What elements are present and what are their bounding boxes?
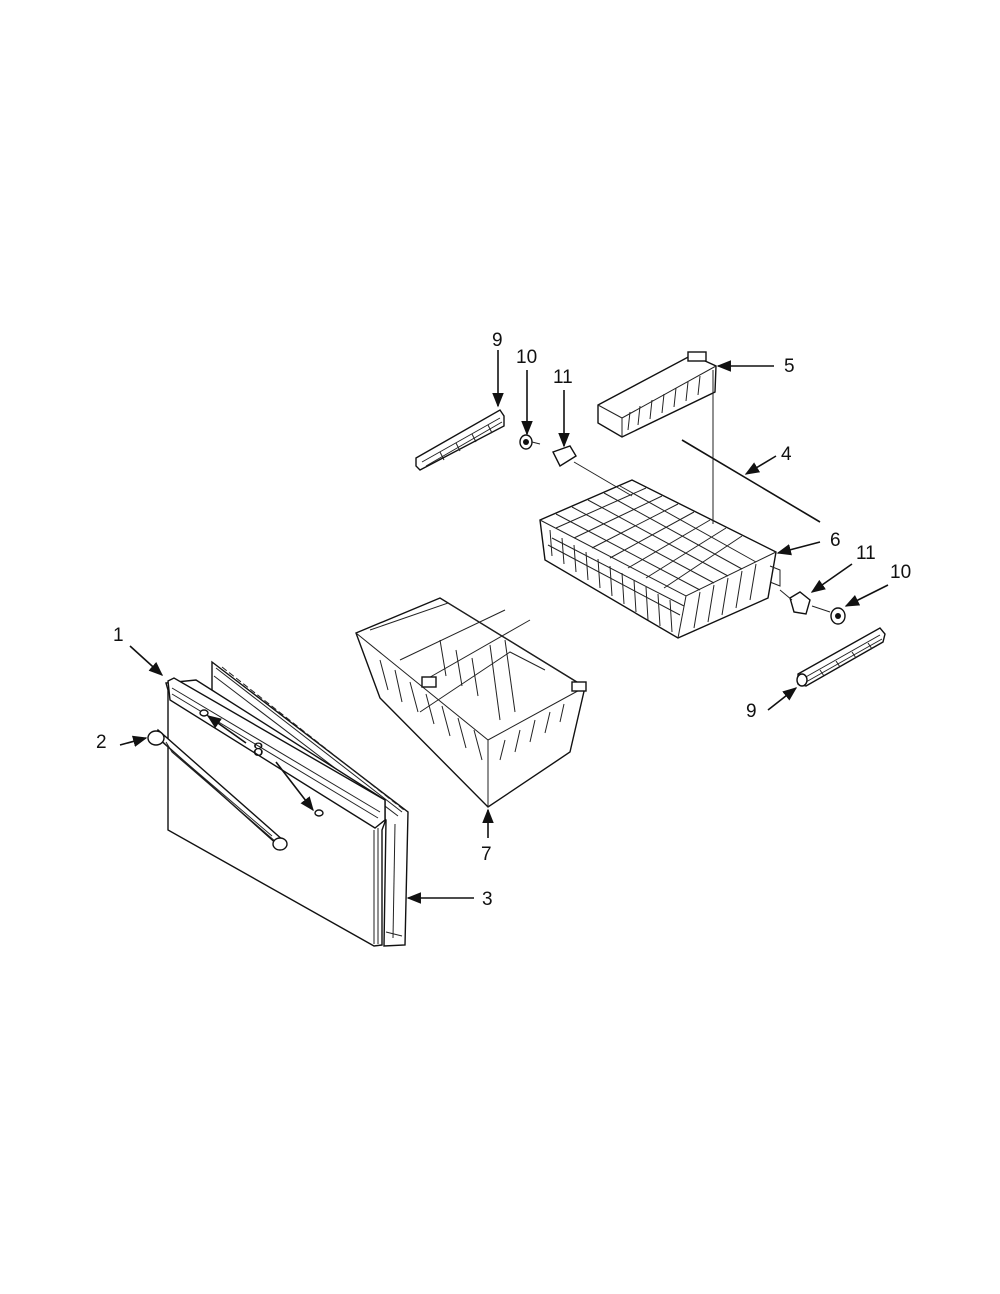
callout-11-right: 11 <box>856 543 876 564</box>
callout-11-top: 11 <box>553 367 573 388</box>
slide-rail-right-part <box>796 627 886 687</box>
freezer-door-part <box>165 677 386 947</box>
callout-10-top: 10 <box>516 347 537 368</box>
callout-1: 1 <box>113 625 124 646</box>
callout-6: 6 <box>830 530 841 551</box>
callout-9-top: 9 <box>492 330 503 351</box>
leader-arrows <box>119 350 889 904</box>
support-rod-part <box>681 439 821 523</box>
wire-basket-part <box>539 479 781 639</box>
roller-bracket-right-part <box>779 589 846 625</box>
callout-3: 3 <box>482 889 493 910</box>
callout-7: 7 <box>481 844 492 865</box>
callout-5: 5 <box>784 356 795 377</box>
callout-10-right: 10 <box>890 562 911 583</box>
callout-2: 2 <box>96 732 107 753</box>
roller-bracket-left-part <box>519 434 633 497</box>
slide-rail-left-part <box>415 409 505 471</box>
callout-4: 4 <box>781 444 792 465</box>
drawer-bin-part <box>355 597 587 808</box>
callout-8: 8 <box>253 740 264 761</box>
callout-9-right: 9 <box>746 701 757 722</box>
basket-divider-part <box>597 351 717 438</box>
door-handle-part <box>147 709 324 851</box>
